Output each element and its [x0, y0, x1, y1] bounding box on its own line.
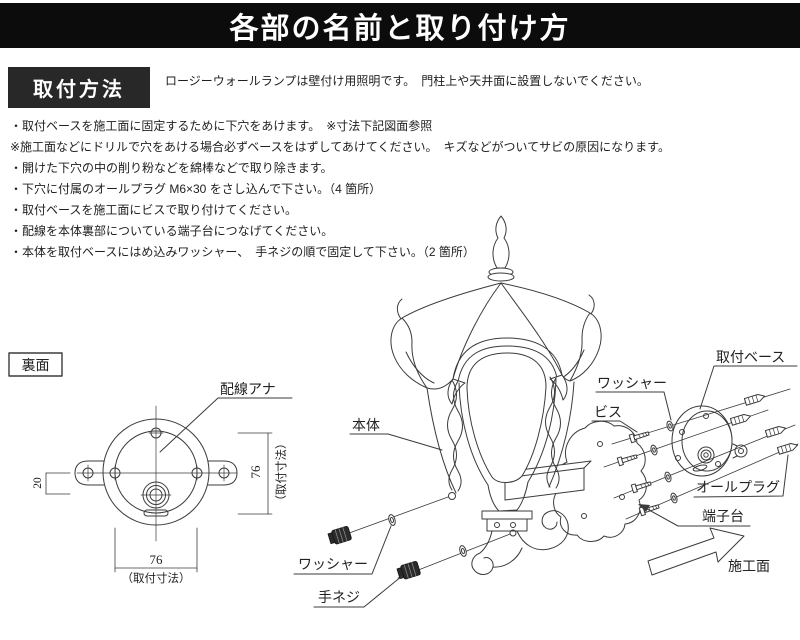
instruction-list: ・取付ベースを施工面に固定するために下穴をあけます。 ※寸法下記図面参照 ※施工… — [10, 116, 670, 263]
mounting-surface-label: 施工面 — [728, 559, 770, 575]
rear-view-box — [8, 352, 63, 377]
wall-plug-label: オールプラグ — [696, 480, 780, 496]
instruction-line: ・本体を取付ベースにはめ込みワッシャー、 手ネジの順で固定して下さい。（2 箇所… — [10, 245, 475, 259]
thumb-screws — [327, 525, 421, 580]
width-dimension — [114, 527, 198, 573]
title-banner: 各部の名前と取り付け方 — [0, 3, 800, 48]
washers-bottom — [388, 514, 467, 557]
width-dimension-note: （取付寸法） — [122, 571, 191, 585]
height-dimension-note: （取付寸法） — [274, 438, 288, 507]
instruction-line: ・下穴に付属のオールプラグ M6×30 をさし込んで下さい。（4 箇所） — [10, 182, 382, 196]
mounting-surface-arrow — [647, 527, 745, 576]
center-lines — [76, 405, 238, 542]
page-title: 各部の名前と取り付け方 — [229, 12, 571, 45]
height-dimension-value: 76 — [248, 465, 263, 479]
lamp-body — [390, 215, 602, 575]
thumb-screw-label: 手ネジ — [318, 590, 360, 606]
washers-top — [650, 420, 678, 504]
instruction-line: ・取付ベースを施工面に固定するために下穴をあけます。 ※寸法下記図面参照 — [10, 119, 433, 133]
intro-text: ロージーウォールランプは壁付け用照明です。 門柱上や天井面に設置しないでください… — [165, 74, 649, 88]
mount-base-label: 取付ベース — [716, 350, 785, 366]
exploded-view-diagram: 本体 ワッシャー ビス 取付ベース オールプラグ 端子台 ワッシャー 手ネジ 施… — [293, 215, 799, 608]
washer-top-label: ワッシャー — [597, 377, 667, 392]
section-heading: 取付方法 — [33, 79, 125, 101]
mounting-screws — [616, 431, 660, 517]
height-dimension — [237, 432, 273, 515]
instruction-line: ・配線を本体裏部についている端子台につなげてください。 — [10, 224, 334, 238]
offset-dimension-value: 20 — [32, 477, 44, 489]
offset-dimension — [45, 472, 71, 495]
callout-leaders — [293, 365, 798, 608]
instruction-line: ・開けた下穴の中の削り粉などを綿棒などで取り除きます。 — [10, 161, 333, 175]
body-label: 本体 — [352, 418, 380, 434]
terminal-label: 端子台 — [702, 509, 744, 525]
rear-view-label: 裏面 — [22, 357, 50, 374]
instruction-line: ※施工面などにドリルで穴をあける場合必ずベースをはずしてあけてください。 キズな… — [10, 140, 670, 154]
washer-bottom-label: ワッシャー — [298, 558, 368, 573]
rear-view-diagram: 裏面 — [8, 352, 293, 585]
lamp-backplate — [553, 420, 647, 542]
mount-plate-rear — [74, 418, 238, 526]
width-dimension-value: 76 — [150, 552, 164, 567]
screw-label: ビス — [594, 405, 622, 421]
wiring-hole-callout — [159, 397, 293, 453]
section-heading-box: 取付方法 — [8, 67, 150, 108]
wiring-hole-label: 配線アナ — [220, 382, 276, 398]
terminal-arrowhead — [638, 504, 650, 512]
mount-base — [671, 405, 748, 477]
instruction-line: ・取付ベースを施工面にビスで取り付けてください。 — [10, 203, 298, 217]
wall-plugs — [729, 393, 799, 455]
